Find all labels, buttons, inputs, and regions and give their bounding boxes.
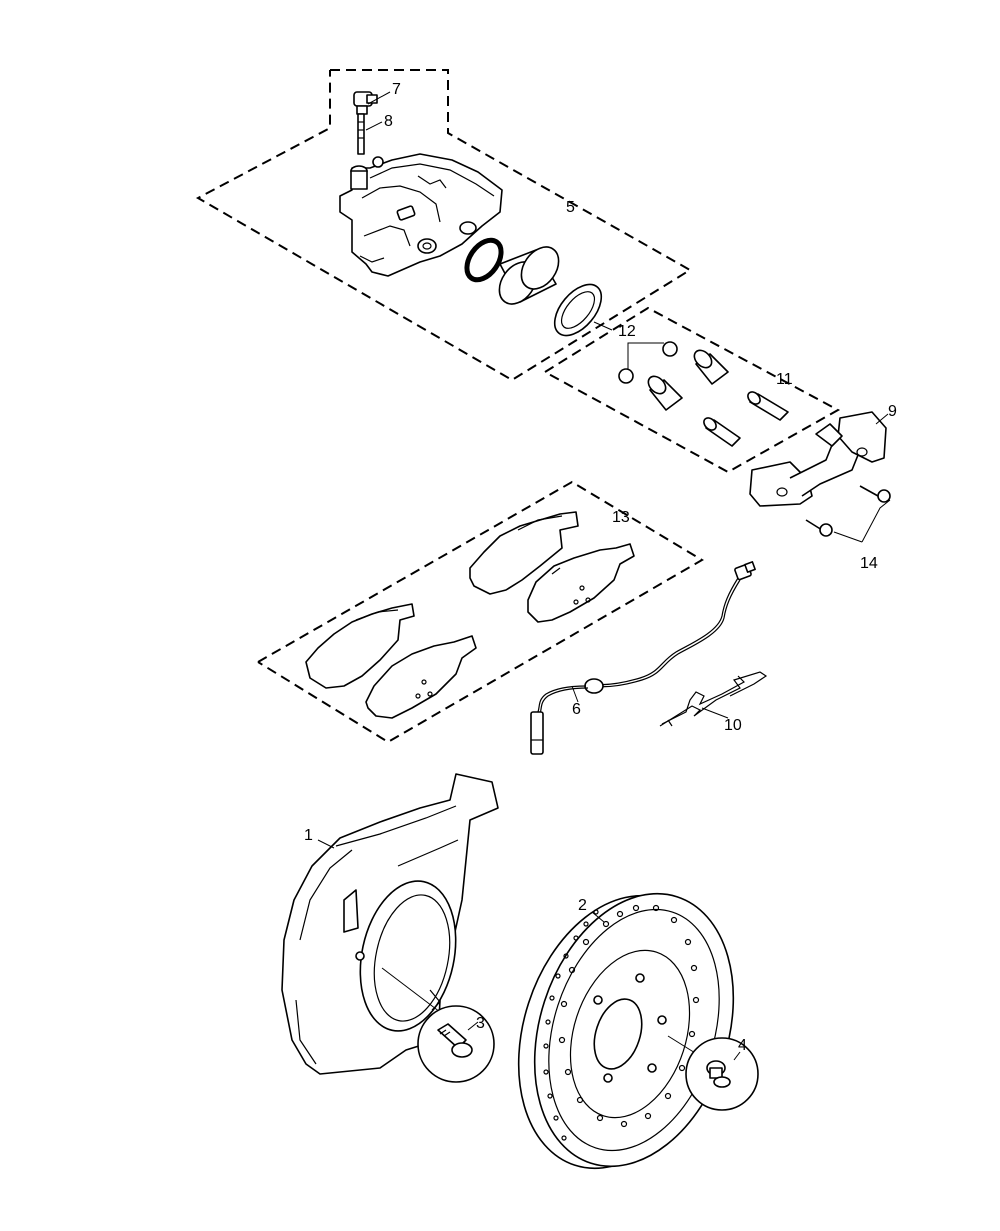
guide-pin-kit-part-11	[618, 341, 789, 447]
splash-shield-part-1	[281, 773, 499, 1075]
callout-1: 1	[304, 827, 313, 844]
callout-7: 7	[392, 81, 401, 98]
wear-sensor-wire-part-6	[530, 561, 756, 755]
callout-10: 10	[724, 717, 742, 734]
callout-labels: 7 8 5 12 11 9 13 14 6 10 1 2 3 4	[304, 81, 897, 1054]
callout-11: 11	[776, 371, 793, 388]
callout-leader-lines	[317, 91, 889, 923]
callout-5: 5	[566, 199, 575, 216]
caliper-piston	[498, 246, 560, 305]
callout-2: 2	[578, 897, 587, 914]
callout-3: 3	[476, 1015, 485, 1032]
bleeder-screw-part-7-8	[353, 91, 378, 155]
anti-rattle-spring-part-10	[659, 671, 768, 727]
brake-pad-set-part-13	[305, 511, 635, 719]
callout-13: 13	[612, 509, 630, 526]
brake-disc-part-2	[517, 892, 735, 1170]
brake-caliper-body	[339, 153, 503, 277]
group-11-guide-pin-frame	[544, 306, 841, 474]
piston-seal-ring	[464, 237, 504, 283]
caliper-bracket-part-9	[749, 411, 887, 507]
callout-8: 8	[384, 113, 393, 130]
callout-14: 14	[860, 555, 878, 572]
callout-4: 4	[738, 1037, 747, 1054]
group-13-brake-pads-frame	[257, 480, 704, 744]
bracket-bolts-part-14	[805, 485, 891, 543]
dust-boot-part-12	[553, 283, 603, 337]
disc-screw-inset-part-4	[667, 1035, 759, 1111]
shield-bolt-inset-part-3	[381, 967, 495, 1083]
callout-9: 9	[888, 403, 897, 420]
callout-12: 12	[618, 323, 636, 340]
callout-6: 6	[572, 701, 581, 718]
